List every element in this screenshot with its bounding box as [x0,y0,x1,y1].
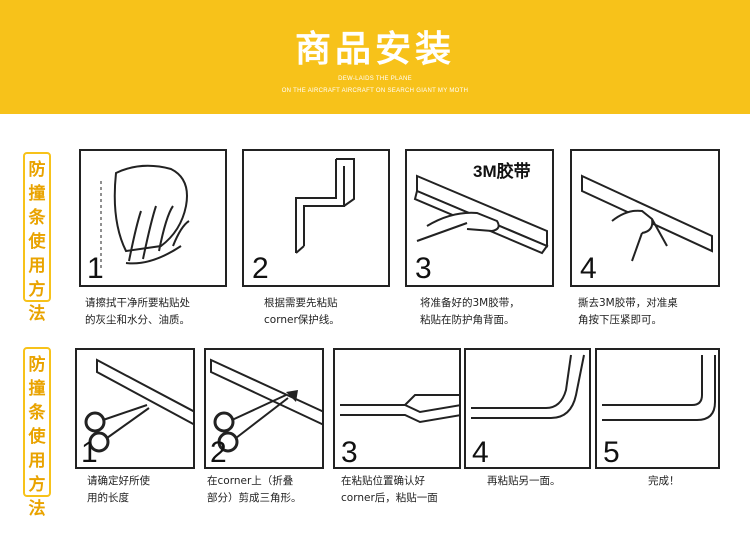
header-banner: 商品安装 DEW-LAIDS THE PLANE ON THE AIRCRAFT… [0,0,750,114]
caption-text: 再粘贴另一面。 [487,475,561,487]
step-number: 3 [415,252,432,285]
step-number: 1 [87,252,104,285]
corner-guard-icon [295,158,355,254]
page-title: 商品安装 [294,29,455,70]
subtitle-line-1: DEW-LAIDS THE PLANE [338,76,412,82]
step-panel-2-4: 4 [464,348,591,469]
step-caption: 撕去3M胶带，对准桌 角按下压紧即可。 [578,295,678,329]
step-number: 2 [252,252,269,285]
step-caption: 再粘贴另一面。 [487,473,561,490]
caption-text: 根据需要先粘贴 corner保护线。 [264,297,340,326]
step-number: 2 [210,436,227,469]
caption-text: 完成！ [648,475,680,487]
caption-text: 请擦拭干净所要粘贴处 的灰尘和水分、油质。 [85,297,190,326]
step-caption: 根据需要先粘贴 corner保护线。 [264,295,340,329]
scissors-cut-icon [210,358,322,453]
section2-label: 防 撞 条 使 用 方 法 [23,347,51,519]
step-number: 3 [341,436,358,469]
label-char: 用 [28,256,46,276]
label-char: 法 [28,304,46,324]
label-char: 条 [28,403,46,423]
label-char: 防 [28,355,46,375]
label-char: 条 [28,208,46,228]
label-char: 法 [28,499,46,519]
label-char: 使 [28,232,46,252]
step-panel-2-2: 2 [204,348,324,469]
press-corner-icon [581,174,713,262]
step-panel-1-3: 3M胶带 3 [405,149,554,287]
label-char: 用 [28,451,46,471]
step-panel-1-1: 1 [79,149,227,287]
corner-attach-icon [340,394,459,424]
caption-text: 将准备好的3M胶带， 粘贴在防护角背面。 [420,297,520,326]
finished-corner-icon [602,355,716,421]
step-number: 1 [81,436,98,469]
step-panel-1-4: 4 [570,149,720,287]
caption-text: 请确定好所使 用的长度 [87,475,150,504]
step-number: 5 [603,436,620,469]
caption-text: 撕去3M胶带，对准桌 角按下压紧即可。 [578,297,678,326]
step-caption: 请确定好所使 用的长度 [87,473,150,507]
step-caption: 在corner上（折叠 部分）剪成三角形。 [207,473,302,507]
wipe-hand-icon [100,164,190,271]
caption-text: 在corner上（折叠 部分）剪成三角形。 [207,475,302,504]
attach-other-side-icon [471,354,585,419]
subtitle-line-2: ON THE AIRCRAFT AIRCRAFT ON SEARCH GIANT… [281,88,469,94]
step-panel-2-5: 5 [595,348,720,469]
label-char: 方 [28,280,46,300]
step-panel-2-3: 3 [333,348,461,469]
label-char: 防 [28,160,46,180]
label-char: 方 [28,475,46,495]
label-char: 撞 [28,379,46,399]
tape-label: 3M胶带 [473,162,531,181]
step-number: 4 [472,436,489,469]
scissors-icon [84,358,193,453]
label-char: 撞 [28,184,46,204]
section1-label: 防 撞 条 使 用 方 法 [23,152,51,324]
step-caption: 在粘贴位置确认好 corner后，粘贴一面 [341,473,438,507]
label-char: 使 [28,427,46,447]
caption-text: 在粘贴位置确认好 corner后，粘贴一面 [341,475,438,504]
step-panel-1-2: 2 [242,149,390,287]
apply-tape-icon [413,174,549,255]
step-caption: 请擦拭干净所要粘贴处 的灰尘和水分、油质。 [85,295,190,329]
step-panel-2-1: 1 [75,348,195,469]
step-caption: 完成！ [648,473,680,490]
step-number: 4 [580,252,597,285]
step-caption: 将准备好的3M胶带， 粘贴在防护角背面。 [420,295,520,329]
